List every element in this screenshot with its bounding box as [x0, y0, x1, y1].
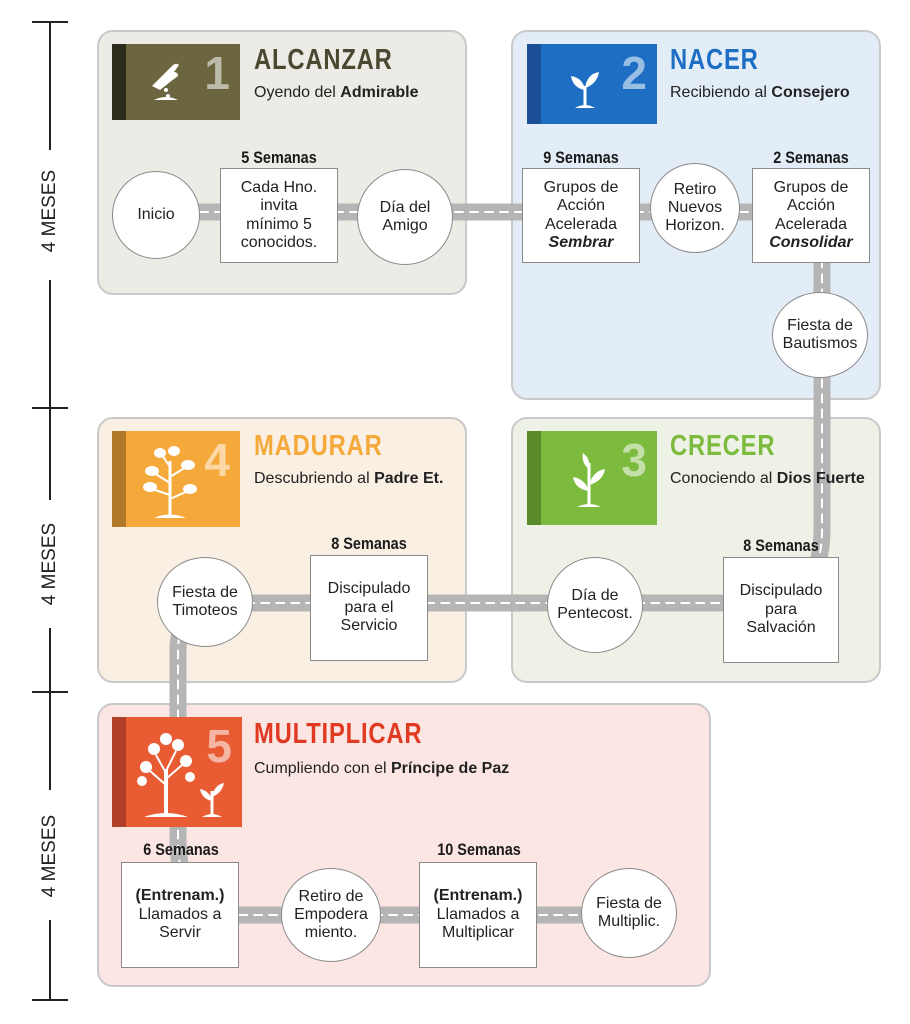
step-dia-amigo: Día del Amigo: [357, 169, 453, 265]
step-consolidar-weeks: 2 Semanas: [773, 148, 849, 167]
step-fiesta-multiplicacion: Fiesta de Multiplic.: [581, 868, 677, 958]
step-servir: (Entrenam.) Llamados a Servir: [121, 862, 239, 968]
stage-3-badge: 3: [527, 431, 657, 525]
stage-4-badge: 4: [112, 431, 240, 527]
stage-2-title: NACER: [670, 44, 759, 76]
step-servicio-weeks: 8 Semanas: [331, 534, 407, 553]
stage-1-number: 1: [204, 47, 230, 99]
stage-5-number: 5: [206, 720, 232, 772]
stage-3-subtitle: Conociendo al Dios Fuerte: [670, 470, 865, 487]
stage-2-subtitle: Recibiendo al Consejero: [670, 84, 850, 101]
step-salvacion-weeks: 8 Semanas: [743, 536, 819, 555]
step-retiro-empoderamiento: Retiro de Empodera miento.: [281, 868, 381, 962]
step-multiplicar: (Entrenam.) Llamados a Multiplicar: [419, 862, 537, 968]
tree-and-sapling-icon: [137, 733, 224, 817]
leafy-plant-icon: [143, 446, 197, 518]
stage-4-subtitle: Descubriendo al Padre Et.: [254, 470, 444, 487]
step-salvacion: Discipulado para Salvación: [723, 557, 839, 663]
sprout-icon: [571, 72, 599, 108]
step-invita: Cada Hno. invita mínimo 5 conocidos.: [220, 168, 338, 263]
step-fiesta-timoteos: Fiesta de Timoteos: [157, 557, 253, 647]
stage-5-subtitle: Cumpliendo con el Príncipe de Paz: [254, 760, 510, 777]
step-invita-weeks: 5 Semanas: [241, 148, 317, 167]
step-servir-weeks: 6 Semanas: [143, 840, 219, 859]
stage-1-subtitle: Oyendo del Admirable: [254, 84, 419, 101]
young-plant-icon: [573, 453, 605, 507]
step-fiesta-bautismos: Fiesta de Bautismos: [772, 292, 868, 378]
stage-4-title: MADURAR: [254, 430, 383, 462]
step-sembrar: Grupos de Acción Acelerada Sembrar: [522, 168, 640, 263]
stage-3-title: CRECER: [670, 430, 776, 462]
step-inicio: Inicio: [112, 171, 200, 259]
stage-5-badge: 5: [112, 717, 242, 827]
stage-2-badge: 2: [527, 44, 657, 124]
stage-4-number: 4: [204, 434, 230, 486]
step-servicio: Discipulado para el Servicio: [310, 555, 428, 661]
step-dia-pentecostes: Día de Pentecost.: [547, 557, 643, 653]
stage-2-number: 2: [621, 47, 647, 99]
stage-1-title: ALCANZAR: [254, 44, 393, 76]
step-multiplicar-weeks: 10 Semanas: [437, 840, 521, 859]
hand-sowing-seed-icon: [152, 63, 179, 100]
step-retiro-nuevos-horizontes: Retiro Nuevos Horizon.: [650, 163, 740, 253]
step-consolidar: Grupos de Acción Acelerada Consolidar: [752, 168, 870, 263]
stage-5-title: MULTIPLICAR: [254, 718, 423, 750]
step-sembrar-weeks: 9 Semanas: [543, 148, 619, 167]
stage-1-badge: 1: [112, 44, 240, 120]
stage-3-number: 3: [621, 434, 647, 486]
